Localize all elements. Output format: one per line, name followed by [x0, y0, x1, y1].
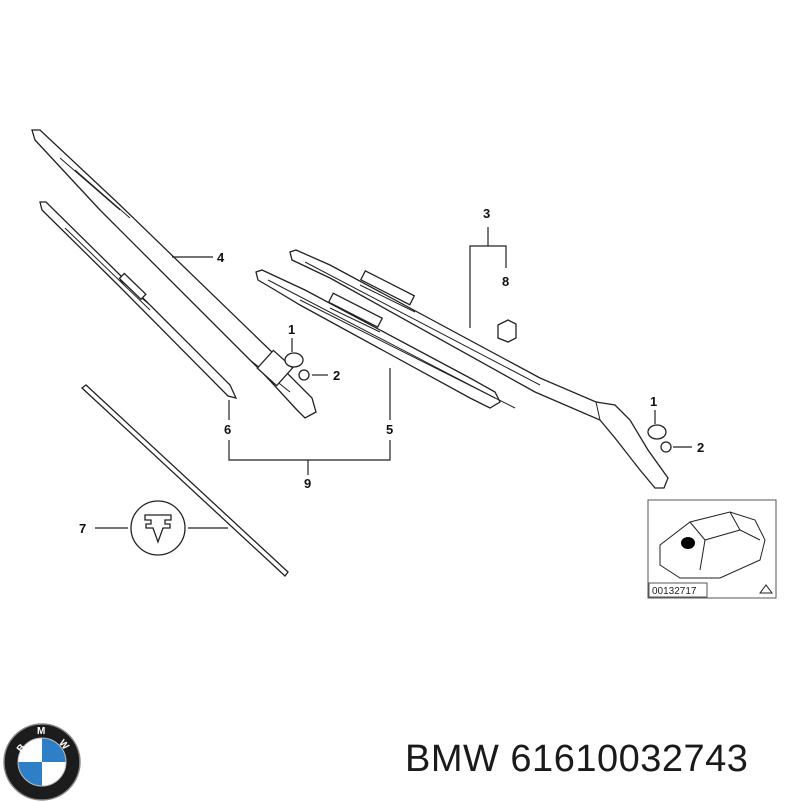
callout-8: 8: [502, 274, 509, 289]
callout-4: 4: [217, 250, 225, 265]
wiper-blade-left: [39, 201, 238, 399]
part-number-label: BMW 61610032743: [405, 738, 749, 780]
callout-2-left: 2: [333, 368, 340, 383]
location-marker-dot: [681, 537, 695, 549]
leader-lines: [95, 227, 692, 529]
clip-detail: [130, 500, 186, 556]
cap-left: [284, 352, 310, 381]
bmw-logo: B M W: [3, 723, 81, 801]
callout-5: 5: [386, 422, 393, 437]
cap-right: [647, 424, 672, 453]
wiper-blade-middle: [255, 269, 516, 409]
callout-7: 7: [79, 521, 86, 536]
callout-1-right: 1: [650, 394, 657, 409]
svg-text:M: M: [37, 726, 45, 737]
callout-3: 3: [483, 206, 490, 221]
warning-triangle-icon: [759, 584, 773, 594]
vehicle-location-inset: 00132717: [647, 499, 777, 599]
callout-9: 9: [304, 476, 311, 491]
rubber-strip: [80, 384, 289, 577]
callout-6: 6: [224, 422, 231, 437]
callout-1-left: 1: [288, 322, 295, 337]
wiper-arm-left: [31, 129, 317, 419]
wiper-arm-right: [289, 249, 669, 489]
callout-2-right: 2: [697, 440, 704, 455]
inset-drawing-code: 00132717: [652, 586, 697, 597]
